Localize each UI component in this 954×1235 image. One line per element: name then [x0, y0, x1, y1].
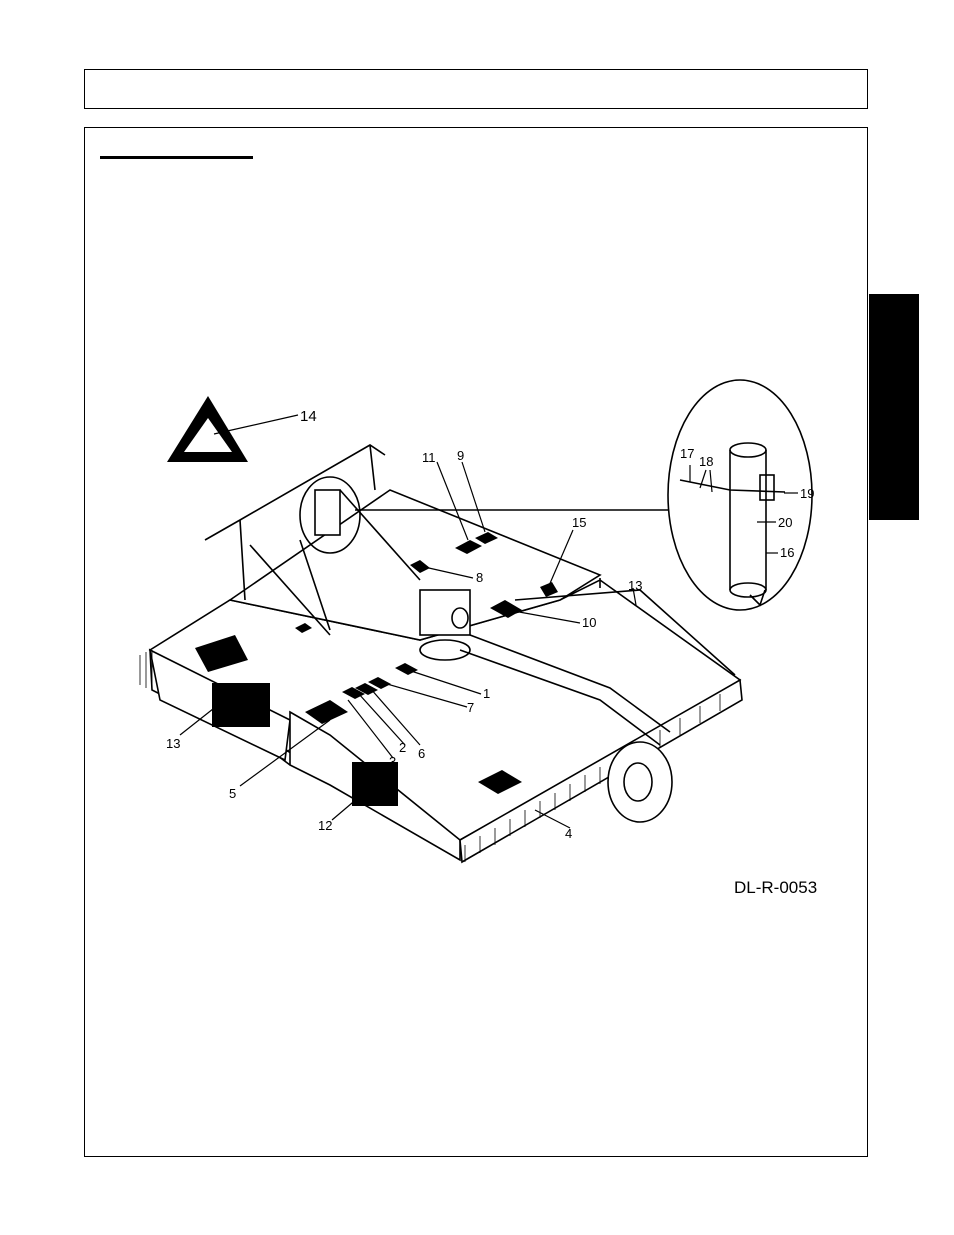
callout-18: 18 — [699, 454, 713, 469]
callout-9: 9 — [457, 448, 464, 463]
callout-5: 5 — [229, 786, 236, 801]
callout-12: 12 — [318, 818, 332, 833]
callout-14: 15 — [572, 515, 586, 530]
callout-11: 11 — [422, 450, 436, 465]
callout-20: 20 — [778, 515, 792, 530]
callout-4: 4 — [565, 826, 572, 841]
callout-16: 16 — [780, 545, 794, 560]
callout-13-left: 13 — [166, 736, 180, 751]
callout-2: 2 — [399, 740, 406, 755]
callout-1: 1 — [483, 686, 490, 701]
callout-19: 19 — [800, 486, 814, 501]
callout-3: 3 — [389, 754, 396, 769]
callout-13-right: 13 — [628, 578, 642, 593]
callout-8: 8 — [476, 570, 483, 585]
callout-7: 7 — [467, 700, 474, 715]
callout-17: 17 — [680, 446, 694, 461]
callout-6: 6 — [418, 746, 425, 761]
figure-id-label: DL-R-0053 — [734, 878, 817, 898]
callout-15: 14 — [300, 408, 317, 425]
callout-10: 10 — [582, 615, 596, 630]
